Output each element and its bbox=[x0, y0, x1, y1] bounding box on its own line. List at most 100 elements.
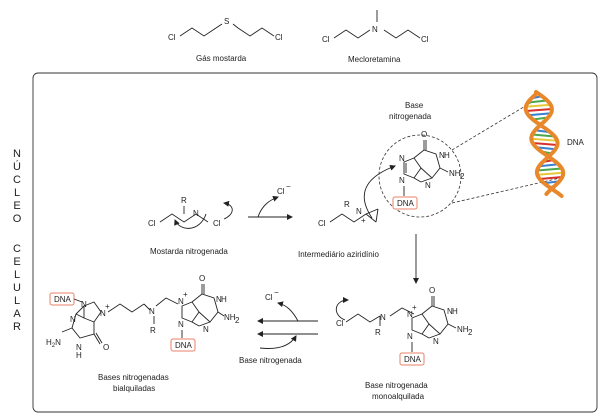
atom-o: O bbox=[103, 343, 109, 352]
subscript-2: 2 bbox=[235, 316, 240, 325]
atom-n: N bbox=[439, 151, 445, 160]
base-title-line2: nitrogenada bbox=[389, 112, 432, 121]
dna-helix bbox=[523, 90, 566, 198]
charge-plus: + bbox=[105, 302, 110, 311]
atom-r: R bbox=[344, 200, 350, 209]
atom-n: N bbox=[70, 315, 76, 324]
atom-nh2: NH bbox=[224, 313, 236, 322]
atom-r: R bbox=[375, 328, 381, 337]
atom-h2n: H2N bbox=[46, 338, 61, 349]
charge-plus: + bbox=[183, 290, 188, 299]
charge-plus: + bbox=[361, 216, 366, 225]
monoalkylated-structure: Cl N R N + N O N H N NH 2 DNA Base nitro… bbox=[335, 286, 473, 401]
atom-n: N bbox=[407, 332, 413, 341]
atom-cl: Cl bbox=[336, 319, 344, 328]
atom-s: S bbox=[224, 17, 229, 26]
atom-n: N bbox=[100, 309, 106, 318]
dna-tag-text: DNA bbox=[175, 341, 193, 350]
helix-rung bbox=[537, 167, 562, 172]
atom-n: N bbox=[407, 310, 413, 319]
charge-minus: − bbox=[274, 288, 279, 297]
bisalkylated-label-line1: Bases nitrogenadas bbox=[98, 373, 169, 382]
atom-cl: Cl bbox=[168, 33, 176, 42]
atom-h: H bbox=[444, 151, 450, 160]
helix-rung bbox=[532, 133, 555, 138]
helix-rung bbox=[537, 171, 564, 176]
helix-strand-1 bbox=[529, 90, 566, 196]
dna-tag-text: DNA bbox=[397, 199, 415, 208]
atom-cl: Cl bbox=[275, 33, 283, 42]
atom-n: N bbox=[399, 176, 405, 185]
helix-rung bbox=[525, 103, 551, 108]
atom-n: N bbox=[193, 209, 199, 218]
atom-n: N bbox=[447, 307, 453, 316]
base-arrow-label: Base nitrogenada bbox=[239, 356, 302, 365]
atom-n: N bbox=[76, 343, 82, 352]
atom-o: O bbox=[199, 274, 205, 283]
reaction-arrow-1: Cl − bbox=[248, 182, 293, 220]
monoalkylated-label-line1: Base nitrogenada bbox=[365, 381, 428, 390]
nitrogen-mustard-label: Mostarda nitrogenada bbox=[150, 247, 228, 256]
dna-tag-text: DNA bbox=[404, 355, 422, 364]
dna-tag-text: DNA bbox=[54, 295, 72, 304]
atom-n: N bbox=[372, 25, 378, 34]
reaction-arrows-left: Cl − Base nitrogenada bbox=[239, 288, 318, 365]
atom-h: H bbox=[221, 295, 227, 304]
monoalkylated-label-line2: monoalquilada bbox=[372, 392, 425, 401]
bisalkylated-structure: DNA N N + N H2N N H O N R N + O N bbox=[46, 274, 240, 393]
helix-rung bbox=[538, 163, 559, 168]
charge-plus: + bbox=[412, 303, 417, 312]
atom-nh2: NH bbox=[449, 169, 461, 178]
atom-r: R bbox=[150, 326, 156, 335]
helix-rung bbox=[539, 176, 563, 180]
aziridinium-label: Intermediário aziridínio bbox=[298, 250, 379, 259]
charge-minus: − bbox=[286, 182, 291, 191]
atom-o: O bbox=[421, 130, 427, 139]
helix-rung bbox=[528, 112, 552, 117]
atom-n: N bbox=[425, 181, 431, 190]
helix-strand-2 bbox=[523, 92, 564, 198]
mechlorethamine-structure: Cl N Cl Mecloretamina bbox=[322, 10, 429, 64]
dna-label: DNA bbox=[567, 138, 585, 147]
atom-cl: Cl bbox=[148, 219, 156, 228]
atom-cl: Cl bbox=[213, 219, 221, 228]
cell-nucleus-frame bbox=[32, 72, 598, 413]
atom-cl: Cl bbox=[322, 35, 330, 44]
leaving-cl: Cl bbox=[277, 187, 285, 196]
dna-tag bbox=[170, 338, 196, 352]
nitrogen-mustard-structure: Cl R N Cl Mostarda nitrogenada bbox=[148, 196, 233, 256]
atom-n: N bbox=[178, 297, 184, 306]
dna-tag bbox=[392, 196, 418, 210]
atom-n: N bbox=[380, 313, 386, 322]
mustard-gas-label: Gás mostarda bbox=[196, 54, 247, 63]
dna-tag bbox=[399, 352, 425, 366]
subscript-2: 2 bbox=[468, 328, 473, 337]
atom-n: N bbox=[433, 337, 439, 346]
atom-n: N bbox=[356, 207, 362, 216]
atom-n: N bbox=[149, 307, 155, 316]
base-title-line1: Base bbox=[405, 101, 424, 110]
zoom-circle bbox=[378, 134, 462, 218]
helix-rung bbox=[525, 108, 553, 112]
atom-r: R bbox=[181, 196, 187, 205]
helix-rung bbox=[531, 137, 558, 142]
atom-n: N bbox=[216, 295, 222, 304]
subscript-2: 2 bbox=[460, 172, 465, 181]
atom-nh2: NH bbox=[457, 325, 469, 334]
atom-n: N bbox=[399, 154, 405, 163]
atom-cl: Cl bbox=[421, 35, 429, 44]
helix-rung bbox=[527, 99, 548, 104]
atom-n: N bbox=[203, 325, 209, 334]
atom-n: N bbox=[178, 320, 184, 329]
mechlorethamine-label: Mecloretamina bbox=[348, 55, 401, 64]
atom-cl: Cl bbox=[318, 219, 326, 228]
mustard-gas-structure: Cl S Cl Gás mostarda bbox=[168, 17, 283, 63]
atom-h: H bbox=[452, 307, 458, 316]
helix-rung bbox=[532, 142, 558, 146]
atom-h: H bbox=[76, 351, 82, 360]
bisalkylated-label-line2: bialquiladas bbox=[113, 384, 155, 393]
